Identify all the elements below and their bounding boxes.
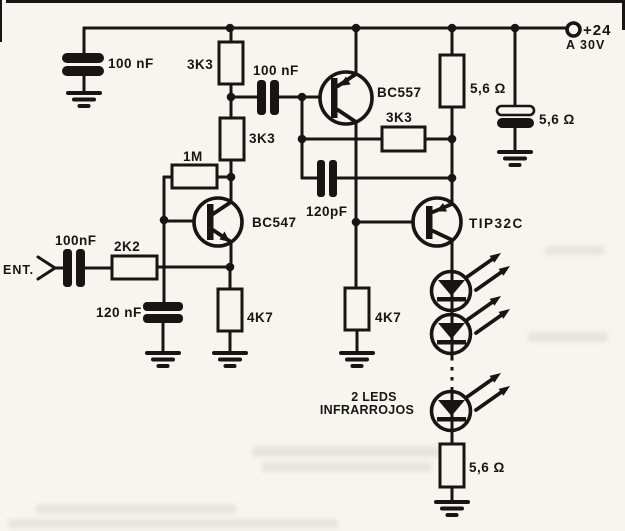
page-border-top — [6, 0, 625, 3]
label-q2: BC557 — [377, 85, 422, 100]
label-cap-input: 100nF — [55, 233, 97, 248]
led-infrared-1 — [429, 253, 510, 313]
transistor-tip32c — [411, 196, 463, 248]
pnp-emitter-arrow — [436, 203, 447, 212]
transistor-bc557 — [318, 70, 374, 126]
resistor-3k3-bias — [380, 125, 427, 153]
ground-icon — [212, 351, 248, 368]
resistors — [110, 40, 466, 489]
label-cap-feedback: 120pF — [306, 204, 348, 219]
label-input: ENT. — [3, 263, 34, 277]
print-bleedthrough — [262, 462, 432, 472]
resistor-3k3-lower — [218, 116, 246, 162]
resistor-4k7-q2 — [343, 286, 371, 332]
label-supply-voltage: +24 — [583, 22, 611, 39]
print-bleedthrough — [8, 519, 338, 528]
label-res-q2-load: 4K7 — [375, 310, 401, 325]
capacitor-100nf-input — [63, 249, 85, 287]
emission-arrows-icon — [465, 253, 510, 292]
label-res-load-lower: 3K3 — [249, 131, 275, 146]
capacitor-120pf — [317, 160, 337, 197]
capacitor-electrolytic — [495, 104, 536, 128]
label-cap-bypass: 100 nF — [108, 56, 154, 71]
supply-terminal-icon — [565, 21, 582, 38]
resistor-3k3-upper — [217, 40, 245, 86]
ground-icon — [497, 150, 533, 167]
label-res-led-series: 5,6 Ω — [469, 460, 505, 475]
ground-icon — [339, 351, 375, 368]
pnp-emitter-arrow — [339, 76, 351, 86]
label-q3: TIP32C — [469, 216, 524, 231]
label-supply-range: A 30V — [566, 38, 605, 52]
led-chain — [429, 253, 510, 433]
capacitors — [62, 53, 536, 323]
page-border-left — [0, 0, 2, 42]
label-led-note-2: INFRARROJOS — [320, 403, 414, 417]
print-bleedthrough — [545, 246, 605, 255]
label-res-feedback: 1M — [183, 149, 203, 164]
transistor-bc547 — [192, 196, 244, 248]
capacitor-100nf-interstage — [257, 80, 279, 115]
label-cap-base-bypass: 120 nF — [96, 305, 142, 320]
capacitor-100nf-bypass — [62, 53, 104, 76]
print-bleedthrough — [528, 332, 608, 342]
led-infrared-2 — [429, 296, 510, 356]
ground-icon — [145, 351, 181, 368]
resistor-1m-feedback — [170, 163, 219, 190]
capacitor-120nf — [143, 302, 183, 323]
ground-icon — [66, 91, 102, 108]
label-res-q1-emitter: 4K7 — [247, 310, 273, 325]
emission-arrows-icon — [465, 296, 510, 335]
ground-symbols — [66, 91, 533, 517]
label-cap-electrolytic: 5,6 Ω — [539, 112, 575, 127]
emission-arrows-icon — [465, 373, 510, 412]
input-terminal — [36, 255, 58, 281]
label-res-q2-emitter: 5,6 Ω — [470, 81, 506, 96]
input-arrow-icon — [36, 255, 58, 281]
labels: 100 nF 3K3 100 nF 3K3 1M BC547 ENT. 100n… — [3, 22, 611, 475]
label-res-q2-bias: 3K3 — [386, 110, 412, 125]
ground-icon — [434, 500, 470, 517]
resistor-4k7-q1 — [216, 287, 244, 333]
led-infrared-3 — [429, 373, 510, 433]
resistor-5r6-led — [438, 442, 466, 489]
label-led-note-1: 2 LEDS — [351, 390, 397, 404]
npn-emitter-arrow — [219, 231, 230, 242]
print-bleedthrough — [252, 446, 452, 457]
resistor-2k2-input — [110, 254, 159, 281]
label-cap-interstage: 100 nF — [253, 63, 299, 78]
label-q1: BC547 — [252, 215, 297, 230]
page-border-right — [622, 0, 625, 30]
power-terminal — [565, 21, 582, 38]
label-res-load-upper: 3K3 — [187, 57, 213, 72]
resistor-5r6-emitter — [438, 53, 466, 109]
print-bleedthrough — [36, 504, 236, 514]
junction-dots — [159, 23, 520, 272]
label-res-input: 2K2 — [114, 239, 140, 254]
